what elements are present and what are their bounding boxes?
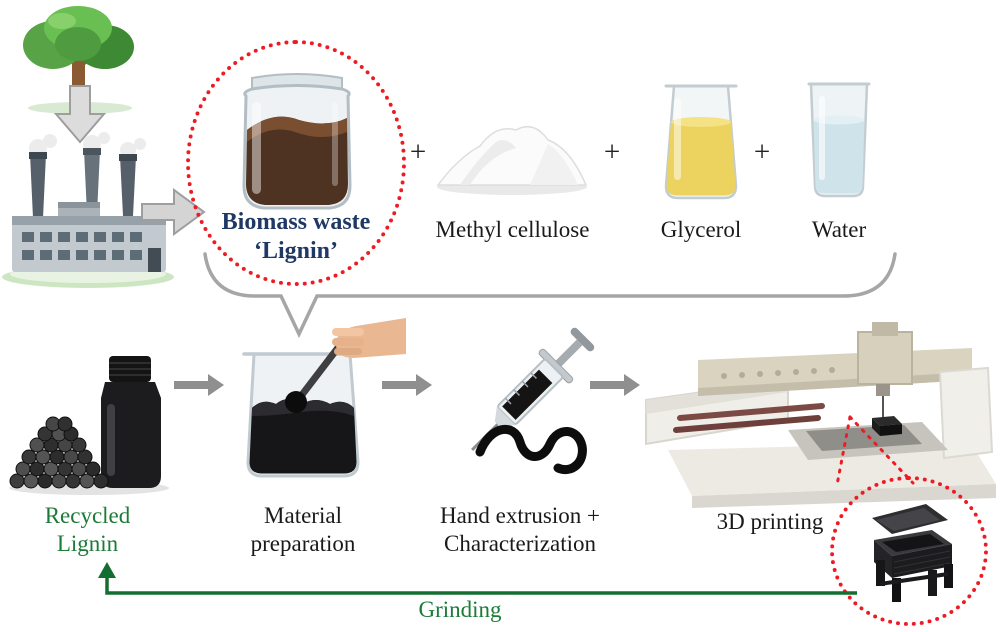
red-dashed-circle-print (830, 476, 988, 626)
hand-extrusion-label-line2: Characterization (444, 531, 596, 557)
flow-arrow-3 (590, 374, 640, 396)
printing-label: 3D printing (716, 509, 824, 534)
methyl-cellulose-label: Methyl cellulose (435, 217, 590, 242)
recycled-lignin-label: Recycled Lignin (25, 502, 150, 558)
grinding-label: Grinding (418, 597, 502, 622)
glycerol-label: Glycerol (660, 217, 742, 242)
glycerol-beaker-icon (664, 84, 738, 200)
plus-sign-3: + (753, 136, 771, 168)
water-glass-icon (807, 82, 871, 198)
hand-extrusion-label-line1: Hand extrusion + (440, 503, 600, 528)
printed-object-icon (872, 504, 953, 602)
syringe-icon (471, 327, 595, 474)
lignin-label-line2: ‘Lignin’ (253, 238, 339, 265)
pellets (9, 416, 109, 489)
material-preparation-label-line1: Material (264, 503, 342, 528)
lignin-label: Biomass waste ‘Lignin’ (195, 208, 397, 267)
material-preparation-label: Material preparation (228, 502, 378, 558)
recycled-lignin-pellets-icon (9, 356, 169, 495)
recycled-lignin-label-line1: Recycled (44, 503, 131, 528)
red-dashed-circle-lignin (186, 40, 406, 286)
material-preparation-label-line2: preparation (250, 531, 356, 557)
gantry-perforations (721, 367, 835, 379)
brace-connector (203, 252, 897, 339)
print-head (857, 331, 913, 385)
tree-icon (23, 6, 134, 114)
plus-sign-2: + (603, 136, 621, 168)
flow-arrow-1 (174, 374, 224, 396)
plus-sign-1: + (409, 136, 427, 168)
lignin-jar-icon (242, 73, 352, 210)
recycled-lignin-label-line2: Lignin (56, 531, 119, 557)
grinding-arrow (98, 562, 857, 595)
factory-icon (2, 132, 174, 288)
extruded-filament-squiggle (475, 424, 587, 474)
down-arrow-icon (53, 85, 107, 144)
flow-arrow-2 (382, 374, 432, 396)
right-arrow-icon (141, 188, 206, 236)
lignin-label-line1: Biomass waste (221, 209, 371, 235)
methyl-cellulose-powder-icon (436, 125, 588, 195)
water-label: Water (811, 217, 867, 242)
hand-extrusion-label: Hand extrusion + Characterization (415, 502, 625, 558)
factory-windows (22, 232, 142, 260)
callout-lines (835, 415, 915, 487)
hand-icon (332, 318, 406, 358)
mixing-beaker-icon (242, 318, 406, 478)
printer-icon (645, 322, 996, 508)
